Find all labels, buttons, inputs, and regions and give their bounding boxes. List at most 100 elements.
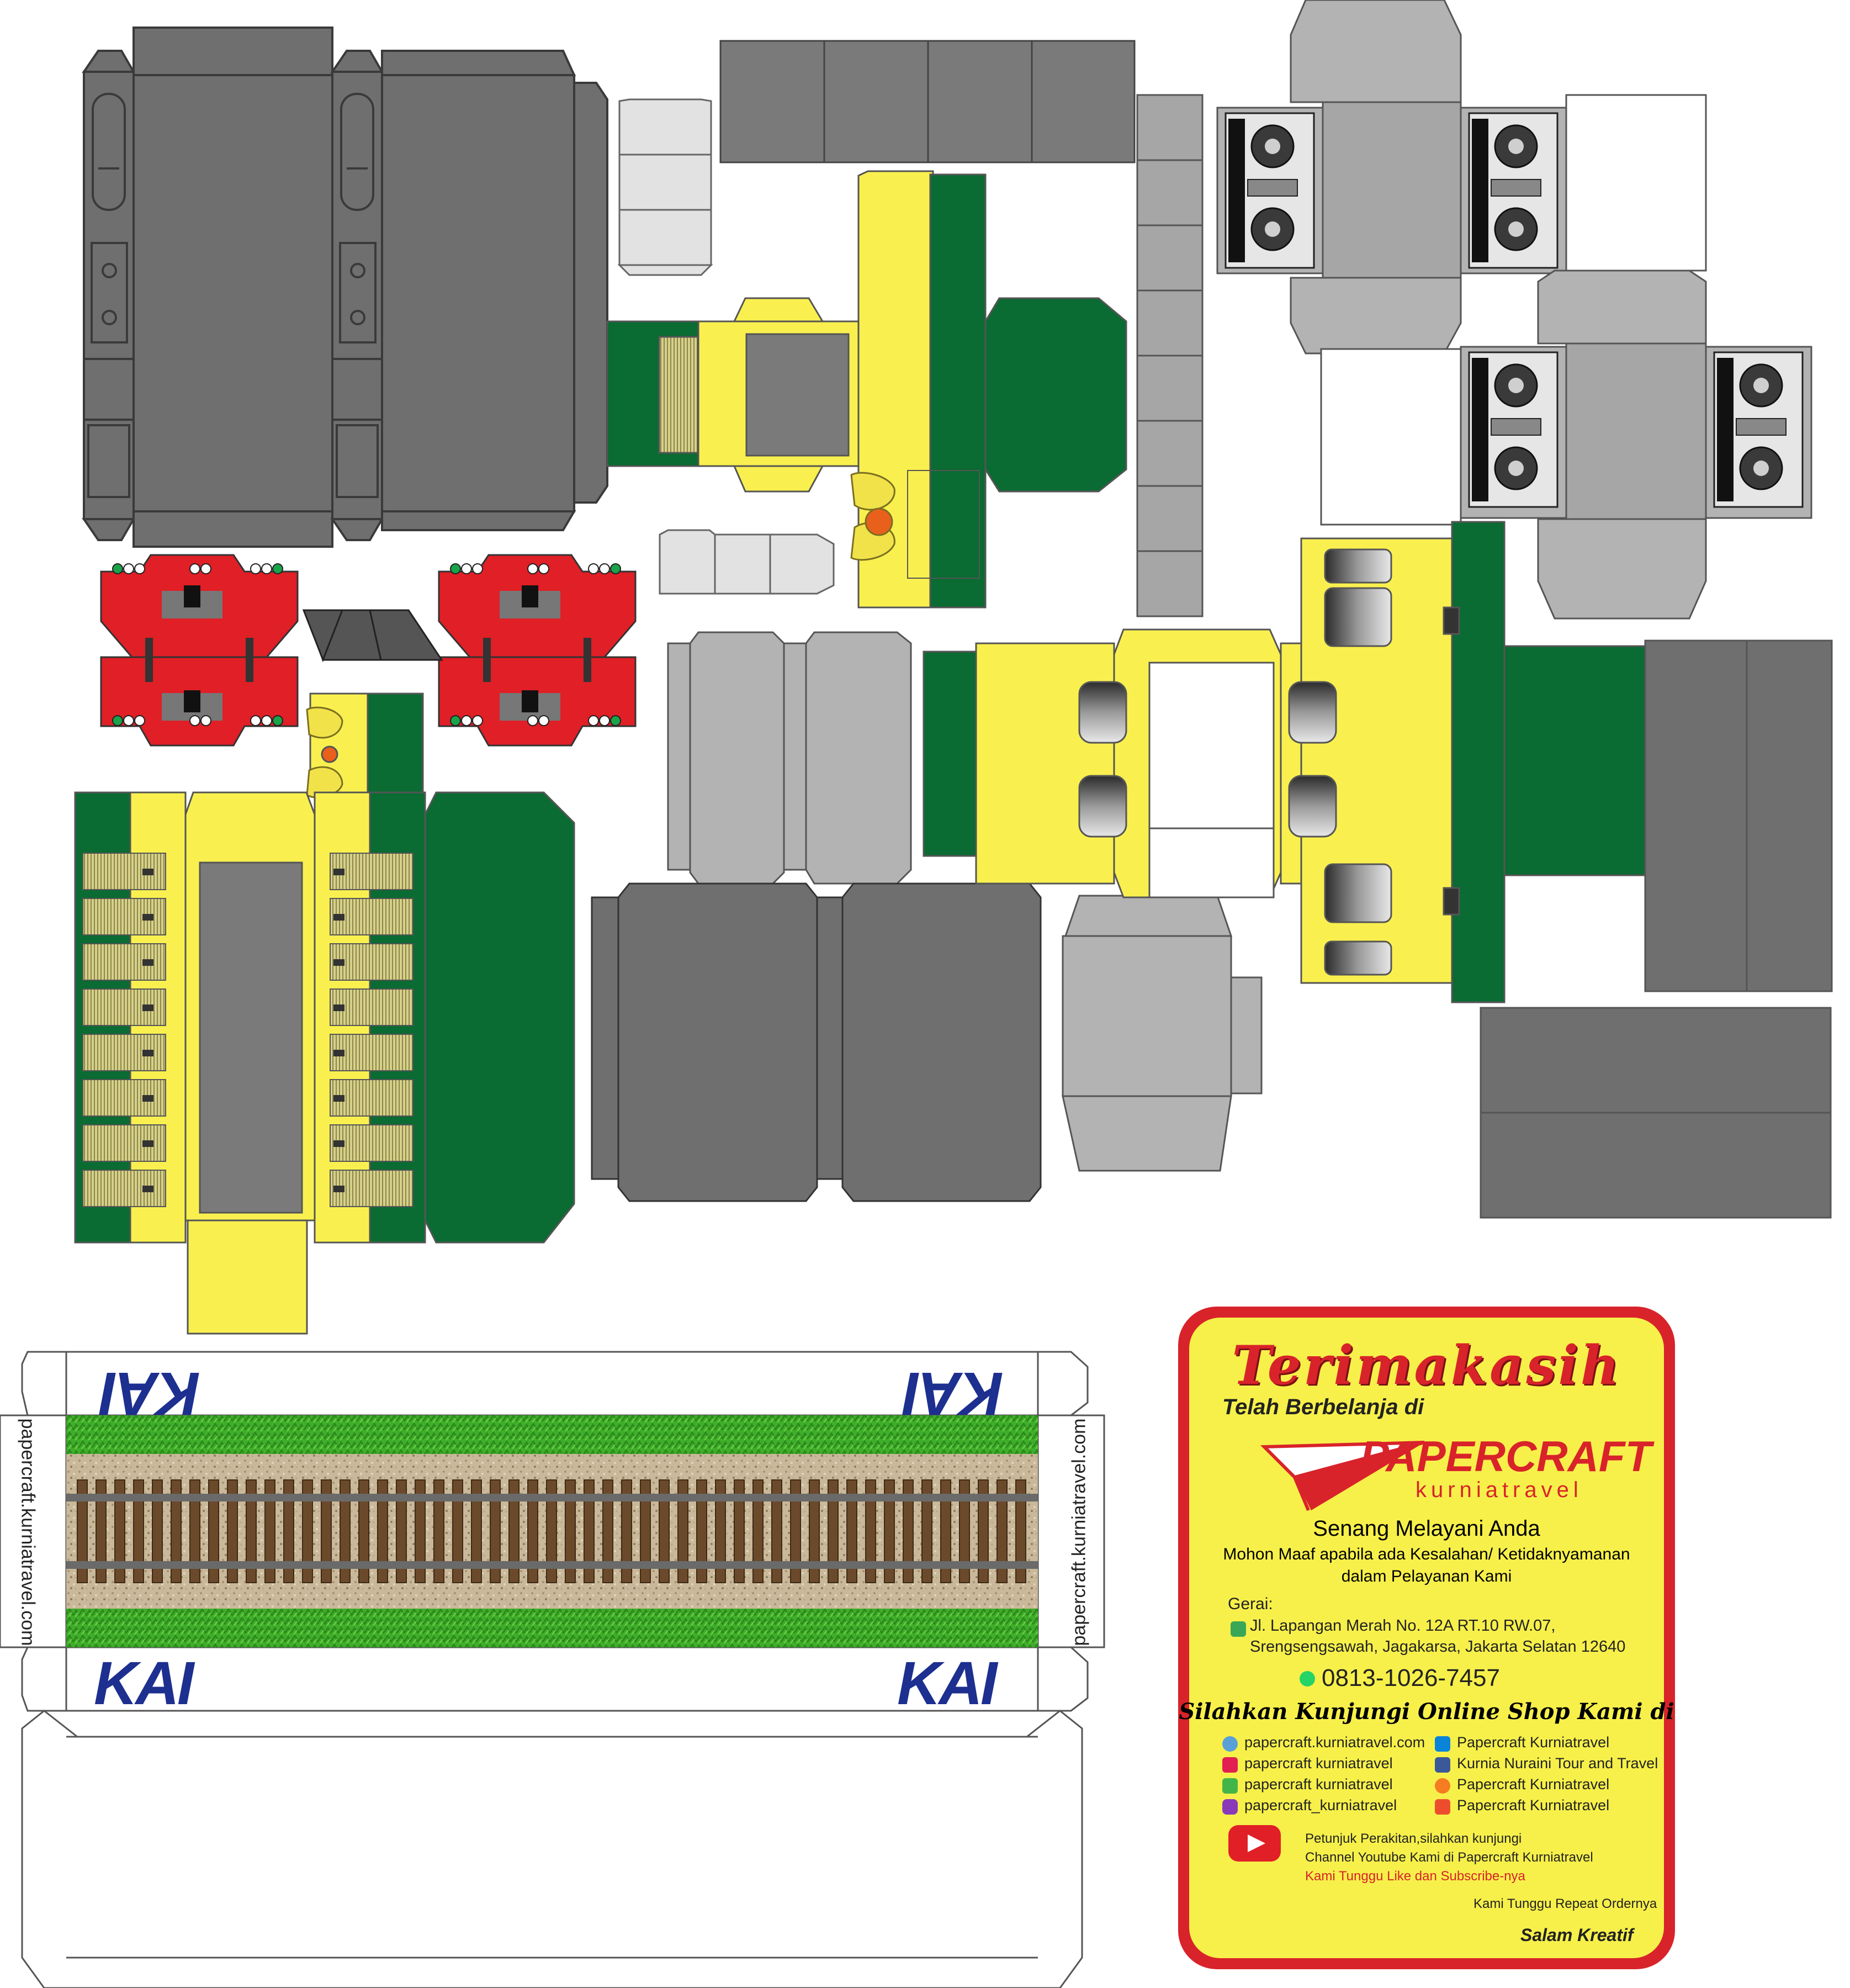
track-sleeper xyxy=(546,1479,557,1583)
maps-icon xyxy=(1231,1621,1246,1637)
wheel-hub xyxy=(1265,139,1280,154)
track-sleeper xyxy=(921,1479,932,1583)
track-sleeper xyxy=(302,1479,313,1583)
buffer-left xyxy=(483,638,491,660)
bukalapak-icon xyxy=(1222,1757,1238,1773)
track-sleeper xyxy=(677,1479,688,1583)
lamp-icon xyxy=(200,563,211,574)
lamp-icon xyxy=(134,715,145,726)
track-sleeper xyxy=(1015,1479,1026,1583)
wheel-hub xyxy=(1753,378,1769,393)
tokopedia-icon xyxy=(1222,1778,1238,1794)
vent-latch-right xyxy=(333,1186,344,1192)
small-light-box-b xyxy=(659,529,835,595)
cab-side-strip-small xyxy=(306,692,424,799)
buffer-right xyxy=(246,638,253,660)
lamp-icon xyxy=(538,563,549,574)
kai-logo-top-left: KAI xyxy=(102,1360,200,1427)
dark-gray-triangles xyxy=(302,609,443,663)
whatsapp-icon xyxy=(1300,1671,1315,1686)
track-sleeper xyxy=(152,1479,163,1583)
track-sleeper xyxy=(377,1479,388,1583)
brand-sub: kurniatravel xyxy=(1416,1478,1583,1502)
vent-latch-left xyxy=(142,1050,153,1056)
lamp-icon xyxy=(610,563,621,574)
lamp-icon xyxy=(461,563,472,574)
vent-grille-right xyxy=(330,1124,414,1162)
track-sleepers xyxy=(77,1479,1026,1583)
track-sleeper xyxy=(227,1479,238,1583)
track-sleeper xyxy=(959,1479,970,1583)
side-url-left: papercraft.kurniatravel.com xyxy=(17,1418,39,1646)
track-sleeper xyxy=(340,1479,351,1583)
track-sleeper xyxy=(996,1479,1008,1583)
lamp-icon xyxy=(189,563,200,574)
light-gray-box-upper xyxy=(667,631,912,885)
buffer-right xyxy=(246,660,253,682)
track-sleeper xyxy=(283,1479,294,1583)
track-sleeper xyxy=(790,1479,801,1583)
lamp-icon xyxy=(250,715,261,726)
card-apology-2: dalam Pelayanan Kami xyxy=(1341,1567,1512,1585)
coupler-hook xyxy=(184,690,200,712)
track-sleeper xyxy=(527,1479,538,1583)
kai-logo-bottom-right: KAI xyxy=(897,1649,997,1717)
track-sleeper xyxy=(358,1479,369,1583)
vent-latch-right xyxy=(333,1140,344,1147)
signature: Salam Kreatif xyxy=(1520,1925,1634,1945)
track-sleeper xyxy=(828,1479,839,1583)
vent-latch-left xyxy=(142,914,153,921)
small-light-box-a xyxy=(617,98,713,276)
paper-plane-icon xyxy=(1260,1441,1425,1511)
dark-gray-box-lower xyxy=(591,882,1042,1202)
web-icon xyxy=(1222,1736,1238,1752)
repeat-order: Kami Tunggu Repeat Ordernya xyxy=(1473,1896,1657,1911)
vent-latch-right xyxy=(333,869,344,875)
track-sleeper xyxy=(903,1479,914,1583)
body-vent-grilles xyxy=(82,853,414,1207)
card-tagline: Senang Melayani Anda xyxy=(1313,1516,1540,1541)
card-heading: Terimakasih xyxy=(1232,1334,1621,1397)
track-sleeper xyxy=(940,1479,951,1583)
buffer-left xyxy=(145,638,153,660)
track-sleeper xyxy=(846,1479,857,1583)
lamp-icon xyxy=(112,563,123,574)
card-subheading: Telah Berbelanja di xyxy=(1222,1395,1424,1419)
lamp-icon xyxy=(272,563,283,574)
shopee-icon xyxy=(1435,1736,1450,1752)
lamp-icon xyxy=(134,563,145,574)
bogie-shadow xyxy=(1228,119,1245,262)
body-net-lower-left xyxy=(74,791,575,1335)
gray-side-strip xyxy=(1136,94,1204,617)
track-sleeper xyxy=(715,1479,726,1583)
track-sleeper xyxy=(471,1479,482,1583)
track-sleeper xyxy=(771,1479,782,1583)
kai-logo-bottom-left: KAI xyxy=(94,1649,194,1717)
wheel-hub xyxy=(1508,378,1524,393)
lamp-icon xyxy=(272,715,283,726)
coupler-hook xyxy=(184,585,200,607)
address-line-2: Srengsengsawah, Jagakarsa, Jakarta Selat… xyxy=(1250,1638,1626,1656)
buffer-left xyxy=(145,660,153,682)
link-right-2: Kurnia Nuraini Tour and Travel xyxy=(1457,1755,1658,1772)
coupler-hook xyxy=(522,585,538,607)
vent-latch-left xyxy=(142,959,153,966)
track-sleeper xyxy=(114,1479,125,1583)
youtube-line-1: Petunjuk Perakitan,silahkan kunjungi xyxy=(1305,1831,1522,1846)
track-sleeper xyxy=(865,1479,876,1583)
wheel-hub xyxy=(1508,461,1524,476)
lamp-icon xyxy=(527,715,538,726)
vent-latch-right xyxy=(333,1095,344,1102)
track-sleeper xyxy=(171,1479,182,1583)
address-line-1: Jl. Lapangan Merah No. 12A RT.10 RW.07, xyxy=(1250,1617,1556,1635)
link-left-2: papercraft kurniatravel xyxy=(1244,1755,1393,1772)
side-url-right: papercraft.kurniatravel.com xyxy=(1068,1418,1090,1646)
track-sleeper xyxy=(602,1479,613,1583)
lamp-icon xyxy=(610,715,621,726)
buffer-left xyxy=(483,660,491,682)
vent-latch-left xyxy=(142,1095,153,1102)
vent-latch-right xyxy=(333,1004,344,1011)
bogie-spring xyxy=(1247,179,1298,197)
lazada-icon xyxy=(1435,1799,1450,1815)
